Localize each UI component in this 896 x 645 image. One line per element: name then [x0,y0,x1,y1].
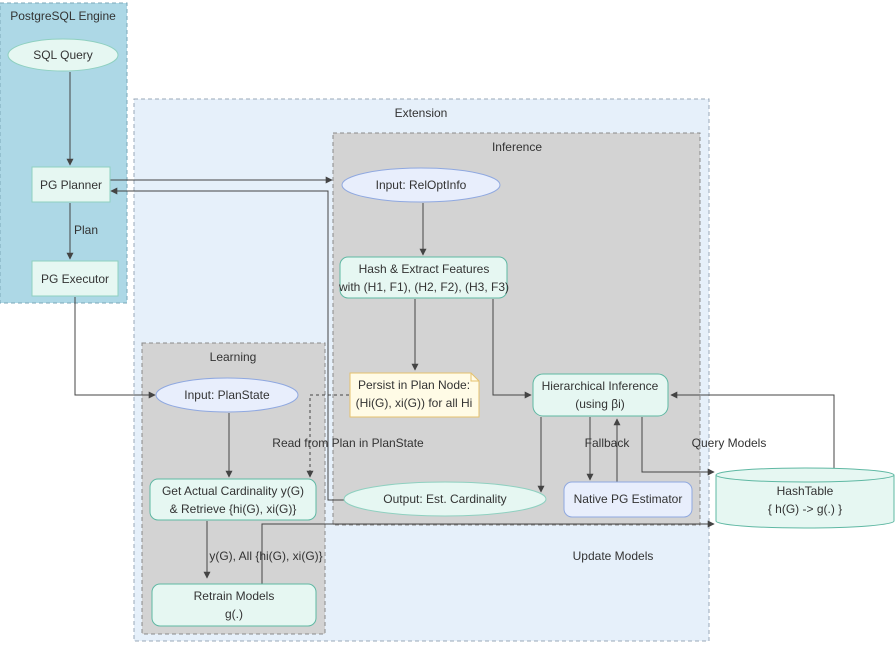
node-get-actual-line1: Get Actual Cardinality y(G) [162,484,304,498]
node-persist-note[interactable]: Persist in Plan Node: (Hi(G), xi(G)) for… [349,372,480,418]
edge-retrain-to-hashtable [261,520,715,584]
node-hashtable[interactable]: HashTable { h(G) -> g(.) } [715,467,895,529]
edge-labels: Plan Read from Plan in PlanState Fallbac… [74,223,766,563]
edge-return-to-planner [110,187,345,501]
cluster-learning-label: Learning [210,350,257,364]
node-input-planstate-label: Input: PlanState [184,388,270,402]
edges [66,72,835,584]
node-hier-line1: Hierarchical Inference [542,379,659,393]
node-output-est-cardinality[interactable]: Output: Est. Cardinality [343,481,547,517]
node-input-planstate[interactable]: Input: PlanState [155,377,299,413]
node-hashtable-line2: { h(G) -> g(.) } [768,502,842,516]
node-native-pg-estimator[interactable]: Native PG Estimator [563,481,693,518]
node-pg-planner-label: PG Planner [40,178,102,192]
cluster-inference-label: Inference [492,140,542,154]
edge-label-update-models: Update Models [573,549,654,563]
edge-hash-to-hier [492,299,532,399]
node-native-pg-label: Native PG Estimator [574,492,683,506]
node-hash-extract-line1: Hash & Extract Features [359,262,490,276]
node-retrain-line1: Retrain Models [194,589,275,603]
edge-hier-to-hashtable [641,417,715,476]
node-retrain-line2: g(.) [225,607,243,621]
node-output-est-label: Output: Est. Cardinality [383,492,506,506]
node-sql-query-label: SQL Query [33,48,93,62]
edge-hashtable-to-hier [670,391,835,470]
node-persist-line1: Persist in Plan Node: [358,378,470,392]
node-hash-extract[interactable]: Hash & Extract Features with (H1, F1), (… [338,256,509,299]
edge-label-retrain-input: y(G), All {hi(G), xi(G)} [209,549,322,563]
node-pg-executor-label: PG Executor [41,272,109,286]
node-input-reloptinfo-label: Input: RelOptInfo [376,178,467,192]
edge-label-query-models: Query Models [692,436,767,450]
node-input-reloptinfo[interactable]: Input: RelOptInfo [341,167,501,203]
node-pg-executor[interactable]: PG Executor [31,260,119,297]
node-hier-line2: (using βi) [575,397,625,411]
node-hashtable-line1: HashTable [777,484,834,498]
edge-executor-to-planstate [74,297,156,399]
node-sql-query[interactable]: SQL Query [7,38,119,72]
node-get-actual-line2: & Retrieve {hi(G), xi(G)} [170,502,297,516]
cluster-extension-label: Extension [395,106,448,120]
edge-persist-to-getactual [306,394,349,478]
node-retrain-models[interactable]: Retrain Models g(.) [151,583,317,627]
node-persist-line2: (Hi(G), xi(G)) for all Hi [356,396,473,410]
edge-label-read-from-plan: Read from Plan in PlanState [272,436,424,450]
cluster-pg-engine-label: PostgreSQL Engine [10,9,116,23]
edge-label-plan: Plan [74,223,98,237]
node-pg-planner[interactable]: PG Planner [31,166,111,203]
node-hash-extract-line2: with (H1, F1), (H2, F2), (H3, F3) [338,280,509,294]
node-get-actual-cardinality[interactable]: Get Actual Cardinality y(G) & Retrieve {… [149,478,317,521]
edge-label-fallback: Fallback [585,436,631,450]
node-hierarchical-inference[interactable]: Hierarchical Inference (using βi) [532,373,669,417]
